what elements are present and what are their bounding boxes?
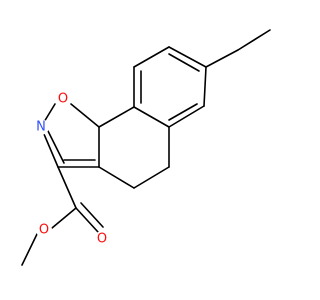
- bond-ester-carbonyl-1: [75, 207, 99, 233]
- bond-ar-5-inner: [168, 53, 200, 72]
- bond-propyl-2: [205, 49, 239, 68]
- bond-ch2-2: [133, 166, 170, 189]
- bond-ar-1-inner: [168, 103, 198, 121]
- bond-ester-carbonyl-2: [80, 202, 104, 228]
- bond-propyl-3: [203, 66, 207, 107]
- ring-nitrogen-label: N: [36, 120, 46, 135]
- bond-ester-1: [57, 166, 77, 209]
- ring-oxygen-label: O: [58, 92, 68, 107]
- ester-oxygen-label: O: [39, 223, 49, 238]
- bond-fusion-2: [98, 106, 135, 128]
- bond-isox-3-inner: [47, 130, 65, 164]
- carbonyl-oxygen-label: O: [97, 232, 107, 247]
- bond-ar-2: [133, 106, 170, 128]
- bond-ar-1: [168, 105, 205, 128]
- bond-methyl: [21, 231, 39, 266]
- ring-oxygen-bg: [55, 91, 71, 107]
- ester-oxygen-bg: [36, 222, 52, 238]
- bond-ch2-3: [98, 166, 135, 189]
- bond-ar-4: [133, 46, 170, 68]
- bond-ar-5: [168, 46, 207, 68]
- ring-nitrogen-bg: [33, 119, 49, 135]
- structure-diagram: O N O O: [21, 29, 271, 266]
- bond-layer: [21, 29, 271, 266]
- carbonyl-oxygen-bg: [94, 231, 110, 247]
- bond-isox-1: [70, 103, 100, 128]
- bond-propyl-1: [237, 29, 271, 51]
- bond-ester-oxygen: [51, 207, 77, 229]
- atom-layer: O N O O: [33, 91, 110, 247]
